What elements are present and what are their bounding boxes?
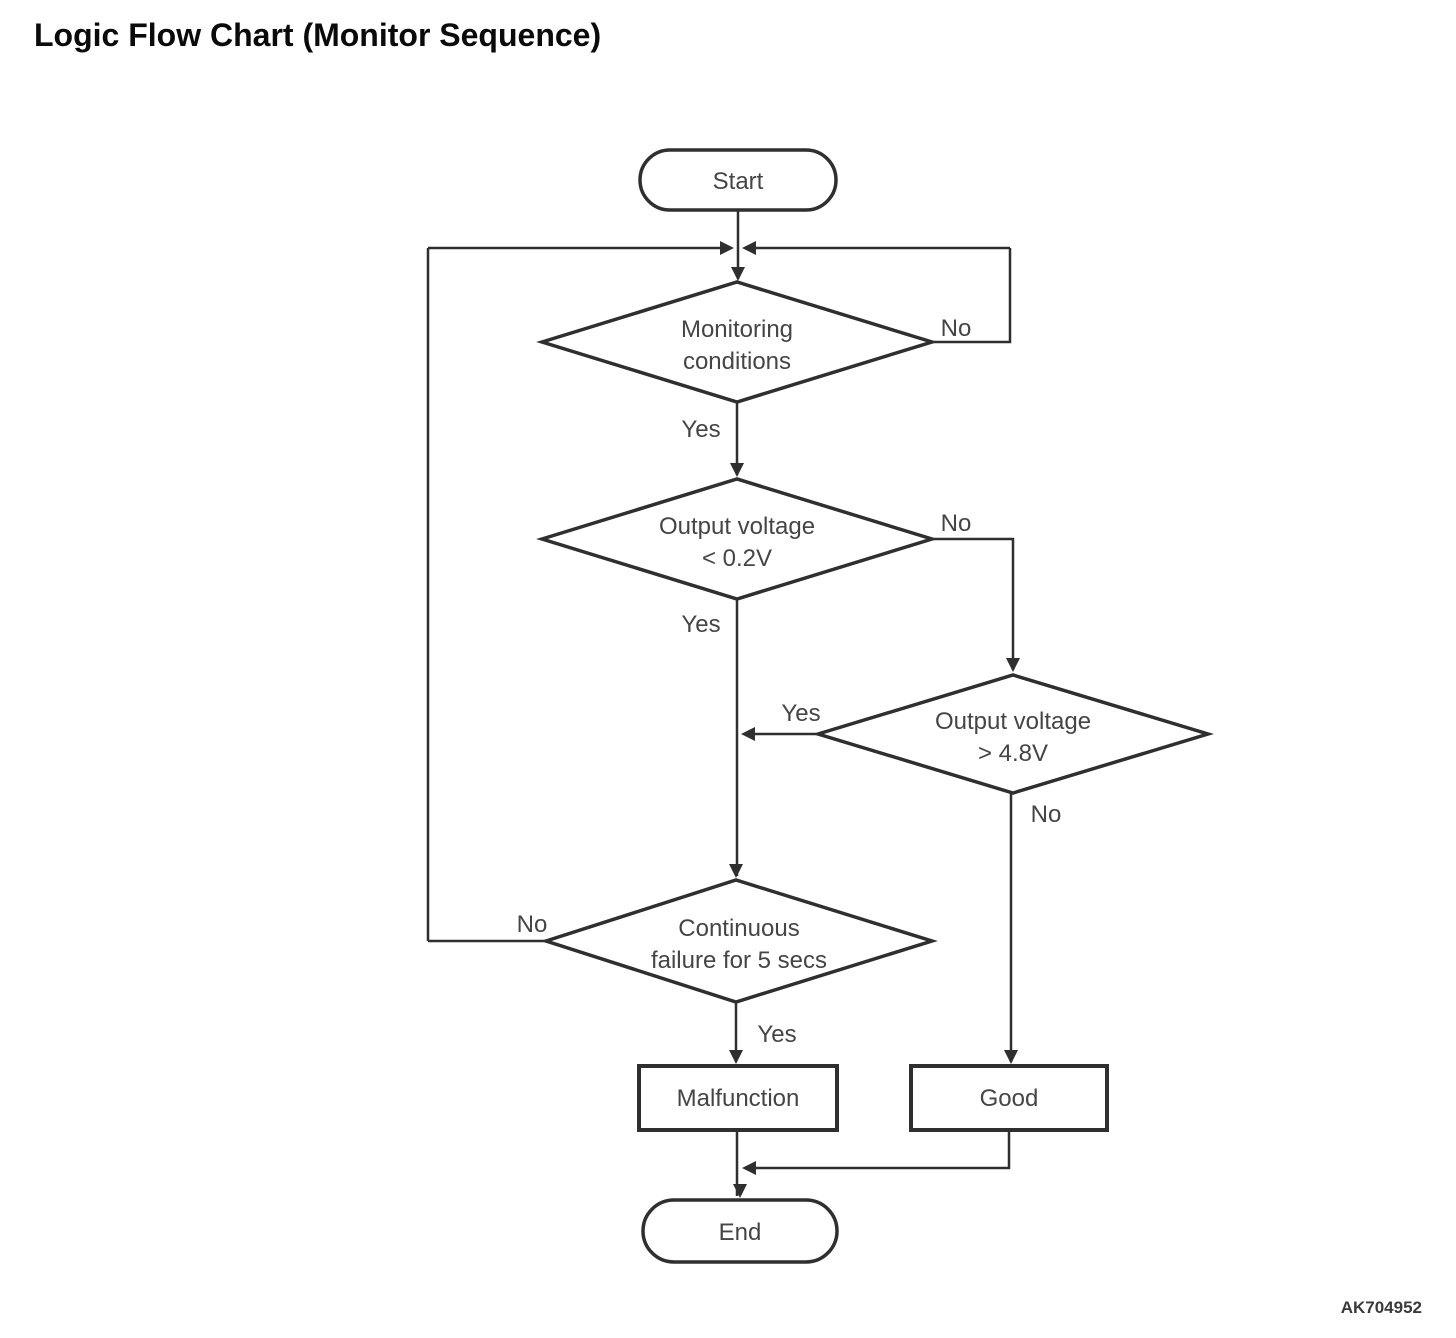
label-voltage-high-no: No <box>1031 801 1062 828</box>
arrowhead-loop-merge-right <box>720 241 734 255</box>
continuous-label-line1: Continuous <box>678 915 799 942</box>
voltage-high-label-line1: Output voltage <box>935 708 1091 735</box>
arrowhead-loop-merge-left <box>742 241 756 255</box>
arrowhead-into-continuous <box>729 864 743 878</box>
arrowhead-into-monitoring <box>731 267 745 281</box>
page-title: Logic Flow Chart (Monitor Sequence) <box>34 17 601 53</box>
arrowhead-into-end <box>733 1184 747 1198</box>
label-monitoring-yes: Yes <box>681 416 720 443</box>
arrowhead-into-voltage-low <box>730 463 744 477</box>
decision-output-voltage-high <box>811 673 1215 795</box>
label-voltage-low-yes: Yes <box>681 611 720 638</box>
malfunction-box <box>637 1064 839 1132</box>
decision-output-voltage-low <box>536 477 938 601</box>
continuous-label-line2: failure for 5 secs <box>651 947 827 974</box>
label-continuous-yes: Yes <box>757 1021 796 1048</box>
arrowhead-into-malfunction <box>729 1050 743 1064</box>
end-label: End <box>719 1219 762 1246</box>
arrowhead-into-voltage-high <box>1006 658 1020 672</box>
monitoring-label-line1: Monitoring <box>681 316 793 343</box>
label-voltage-high-yes: Yes <box>781 700 820 727</box>
watermark-code: AK704952 <box>1341 1298 1422 1317</box>
edge-voltage-low-no <box>932 537 1015 670</box>
edge-good-to-merge <box>745 1130 1011 1170</box>
label-continuous-no: No <box>517 911 548 938</box>
edge-monitoring-no <box>932 248 1012 344</box>
voltage-high-label-line2: > 4.8V <box>978 740 1048 767</box>
arrowhead-voltage-high-yes <box>741 727 755 741</box>
decision-continuous-failure <box>540 878 938 1004</box>
label-monitoring-no: No <box>941 315 972 342</box>
start-terminator <box>638 148 838 212</box>
monitoring-label-line2: conditions <box>683 348 791 375</box>
arrowhead-merge-left <box>742 1161 756 1175</box>
good-label: Good <box>980 1085 1039 1112</box>
label-voltage-low-no: No <box>941 510 972 537</box>
voltage-low-label-line1: Output voltage <box>659 513 815 540</box>
end-terminator <box>641 1198 839 1264</box>
good-box <box>909 1064 1109 1132</box>
malfunction-label: Malfunction <box>677 1085 800 1112</box>
voltage-low-label-line2: < 0.2V <box>702 545 772 572</box>
decision-monitoring-conditions <box>536 280 938 404</box>
start-label: Start <box>713 168 764 195</box>
arrowhead-into-good <box>1004 1050 1018 1064</box>
